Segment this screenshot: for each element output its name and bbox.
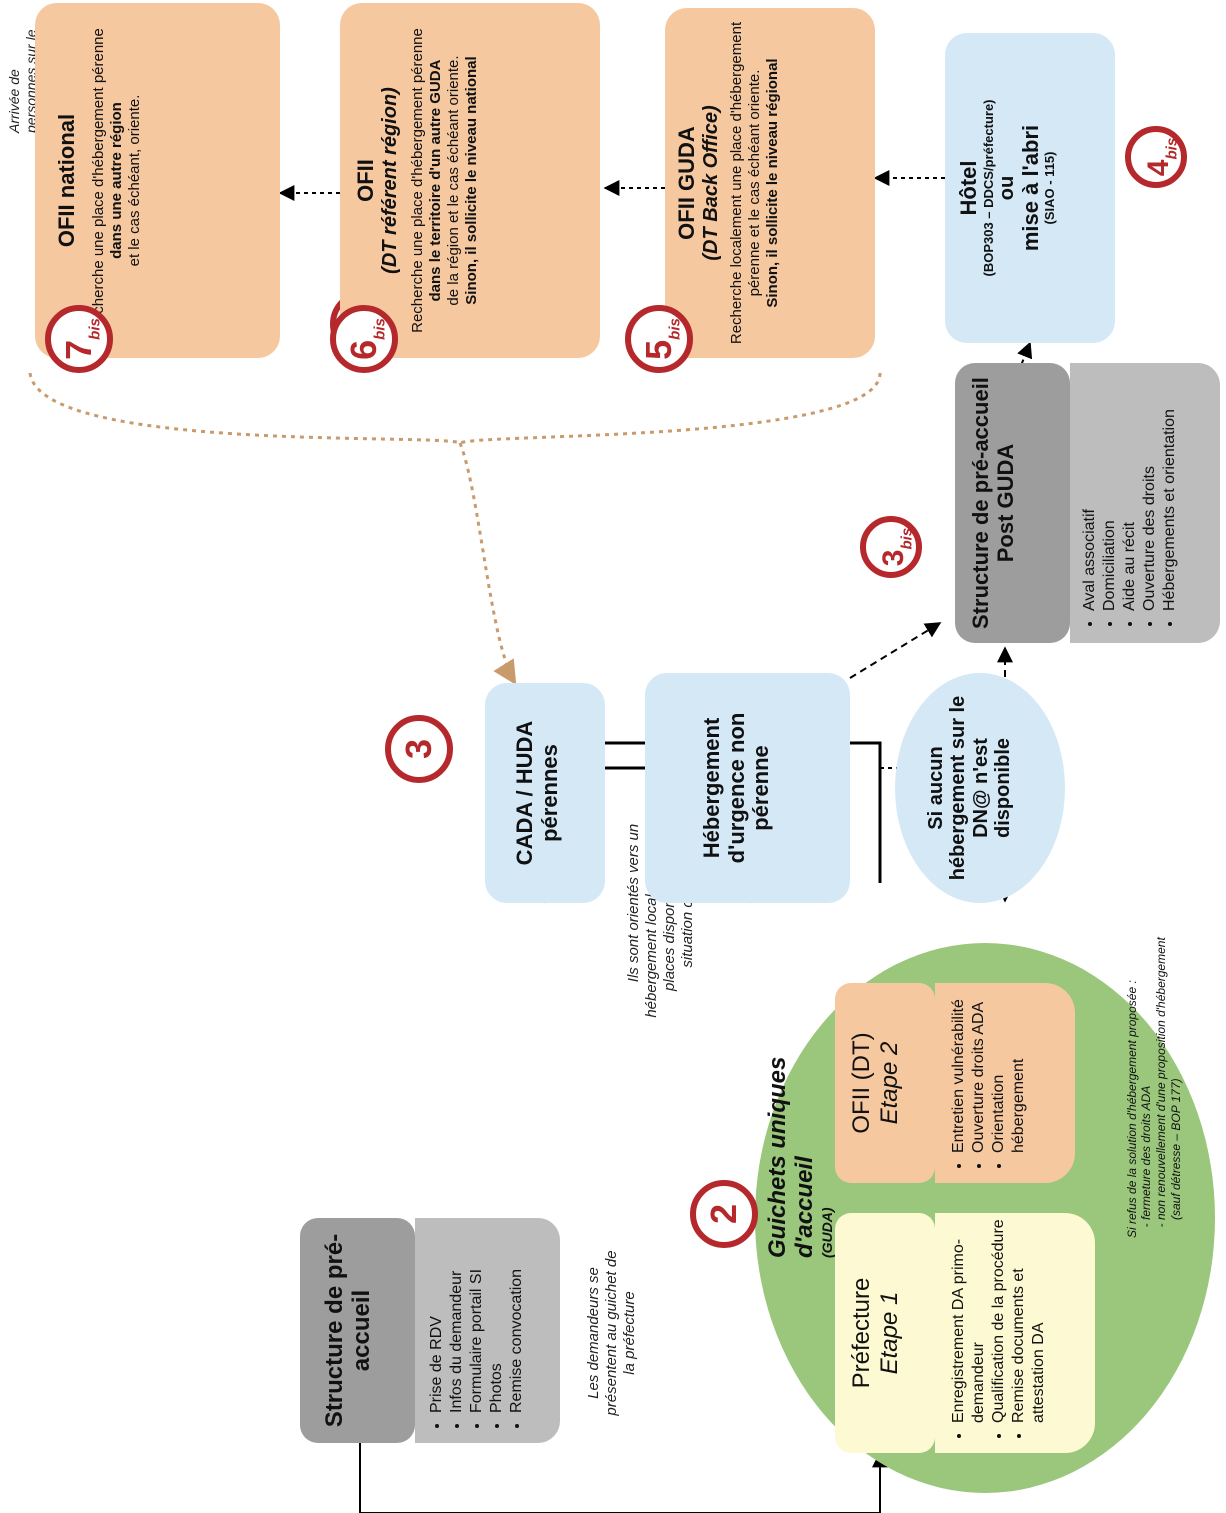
pre-accueil-item: Infos du demandeur <box>447 1218 467 1413</box>
refus-item: non renouvellement d'une proposition d'h… <box>1154 918 1184 1220</box>
dashed-urgence-postguda <box>849 622 942 679</box>
prefecture-item: Remise documents et attestation DA <box>1009 1213 1049 1423</box>
aucun-box: Si aucun hébergement sur le DN@ n'est di… <box>895 673 1065 903</box>
pre-accueil-item: Photos <box>487 1218 507 1413</box>
ofii-dt-referent-bold: Sinon, il sollicite le niveau national <box>463 56 481 305</box>
ofii-guda-desc: Recherche localement une place d'héberge… <box>728 21 764 345</box>
hotel-title: Hôtel <box>956 160 981 216</box>
ofii-dt-referent-subtitle: (DT référent région) <box>378 87 401 274</box>
cada-huda-title: CADA / HUDA pérennes <box>512 720 562 866</box>
ofii-national-desc-c: et le cas échéant, oriente. <box>125 94 143 267</box>
urgence-title: Hébergement d'urgence non pérenne <box>699 712 774 864</box>
hotel-sub1: (BOP303 – DDCS/préfecture) <box>980 99 996 277</box>
step-marker-2: 2 <box>690 1180 758 1248</box>
refus-note-title: Si refus de la solution d'hébergement pr… <box>1125 980 1139 1238</box>
ofii-dt-guda-item: Entretien vulnérabilité <box>949 983 969 1153</box>
aucun-title: Si aucun hébergement sur le DN@ n'est di… <box>925 695 1015 881</box>
ofii-dt-referent-desc-a: Recherche une place d'hébergement pérenn… <box>409 28 427 333</box>
ofii-guda-box: OFII GUDA (DT Back Office) Recherche loc… <box>665 8 875 358</box>
pre-accueil-item: Prise de RDV <box>427 1218 447 1413</box>
guda-title-area: Guichets uniques d'accueil (GUDA) <box>764 998 845 1258</box>
hotel-ou: ou <box>996 175 1019 201</box>
prefecture-list-box: Enregistrement DA primo-demandeurQualifi… <box>935 1213 1095 1453</box>
ofii-guda-bold: Sinon, il sollicite le niveau régional <box>764 58 782 308</box>
post-guda-item: Aval associatif <box>1080 363 1100 611</box>
post-guda-item: Ouverture des droits <box>1140 363 1160 611</box>
hotel-box: Hôtel (BOP303 – DDCS/préfecture) ou mise… <box>945 33 1115 343</box>
pre-accueil-title: Structure de pré-accueil <box>321 1233 375 1428</box>
ofii-dt-guda-list: Entretien vulnérabilitéOuverture droits … <box>935 983 1029 1183</box>
urgence-box: Hébergement d'urgence non pérenne <box>645 673 850 903</box>
post-guda-item: Aide au récit <box>1120 363 1140 611</box>
step-marker-3bis: 3bis <box>860 516 922 578</box>
ofii-dt-guda-item: Orientation hébergement <box>989 983 1029 1153</box>
prefecture-title: Préfecture <box>848 1277 875 1389</box>
step-marker-4bis: 4bis <box>1125 126 1187 188</box>
pre-accueil-title-box: Structure de pré-accueil <box>300 1218 415 1443</box>
ofii-guda-subtitle: (DT Back Office) <box>699 105 722 261</box>
ofii-dt-referent-box: OFII (DT référent région) Recherche une … <box>340 3 600 358</box>
post-guda-item: Hébergements et orientation <box>1160 363 1180 611</box>
prefecture-list: Enregistrement DA primo-demandeurQualifi… <box>935 1213 1049 1453</box>
pre-accueil-list: Prise de RDVInfos du demandeurFormulaire… <box>415 1218 527 1443</box>
hotel-title2: mise à l'abri <box>1017 124 1043 252</box>
post-guda-title: Structure de pré-accueil Post GUDA <box>968 377 1018 629</box>
step-marker-5bis: 5bis <box>625 305 693 373</box>
prefecture-item: Qualification de la procédure <box>989 1213 1009 1423</box>
step-marker-3: 3 <box>385 715 453 783</box>
step-marker-7bis: 7bis <box>45 305 113 373</box>
step-marker-6bis: 6bis <box>330 305 398 373</box>
demandeurs-note: Les demandeurs se présentent au guichet … <box>585 1250 638 1416</box>
post-guda-title-box: Structure de pré-accueil Post GUDA <box>955 363 1070 643</box>
prefecture-item: Enregistrement DA primo-demandeur <box>949 1213 989 1423</box>
ofii-national-desc-b: dans une autre région <box>107 102 125 259</box>
ofii-dt-referent-desc-b: dans le territoire d'un autre GUDA <box>427 59 445 302</box>
hotel-sub2: (SIAO - 115) <box>1042 151 1058 225</box>
refus-item: fermeture des droits ADA <box>1139 918 1154 1220</box>
pre-accueil-list-box: Prise de RDVInfos du demandeurFormulaire… <box>415 1218 560 1443</box>
refus-list: fermeture des droits ADAnon renouvelleme… <box>1139 918 1184 1238</box>
ofii-dt-guda-box: OFII (DT) Etape 2 <box>835 983 935 1183</box>
prefecture-step: Etape 1 <box>875 1291 903 1375</box>
ofii-dt-guda-list-box: Entretien vulnérabilitéOuverture droits … <box>935 983 1075 1183</box>
tan-return-bracket <box>28 372 882 683</box>
ofii-dt-guda-title: OFII (DT) <box>848 1032 875 1134</box>
demandeurs-note-area: Les demandeurs se présentent au guichet … <box>585 1248 715 1418</box>
post-guda-item: Domiciliation <box>1100 363 1120 611</box>
ofii-dt-guda-item: Ouverture droits ADA <box>969 983 989 1153</box>
pre-accueil-item: Remise convocation <box>507 1218 527 1413</box>
refus-note: Si refus de la solution d'hébergement pr… <box>1125 918 1220 1238</box>
guda-title: Guichets uniques d'accueil <box>764 1056 818 1258</box>
post-guda-list-box: Aval associatifDomiciliationAide au réci… <box>1070 363 1220 643</box>
ofii-guda-title: OFII GUDA <box>674 126 699 240</box>
pre-accueil-item: Formulaire portail SI <box>467 1218 487 1413</box>
ofii-dt-referent-desc-c: de la région et le cas échéant oriente. <box>445 55 463 306</box>
cada-huda-box: CADA / HUDA pérennes <box>485 683 605 903</box>
guda-subtitle: (GUDA) <box>818 1207 835 1258</box>
ofii-dt-guda-step: Etape 2 <box>875 1041 903 1125</box>
post-guda-list: Aval associatifDomiciliationAide au réci… <box>1070 363 1180 643</box>
prefecture-box: Préfecture Etape 1 <box>835 1213 935 1453</box>
